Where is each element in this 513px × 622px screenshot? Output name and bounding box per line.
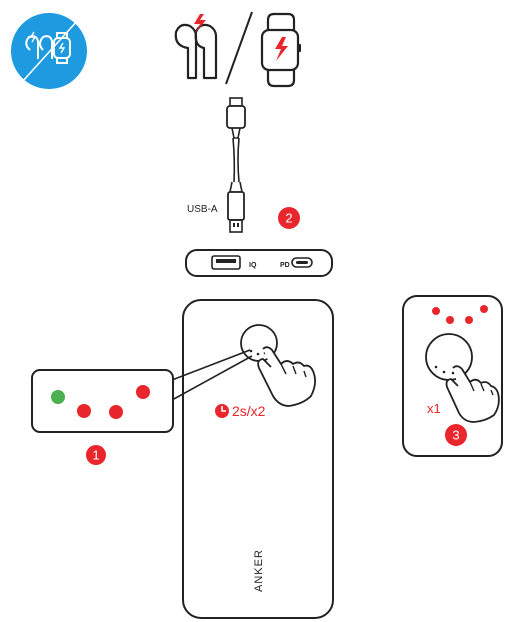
led-green bbox=[51, 390, 65, 404]
or-divider bbox=[225, 11, 253, 85]
led-indicator-callout bbox=[31, 349, 253, 433]
pressing-hand-icon bbox=[257, 346, 316, 407]
clock-icon bbox=[215, 404, 229, 418]
led-red bbox=[446, 316, 454, 324]
step-1-number: 1 bbox=[92, 448, 99, 463]
hold-timer-label: 2s/x2 bbox=[232, 403, 266, 419]
single-press-panel: x1 bbox=[402, 295, 503, 457]
brand-logo: ANKER bbox=[253, 549, 265, 592]
earbuds-charging-icon bbox=[174, 14, 218, 80]
led-red bbox=[77, 404, 91, 418]
usb-iq-port-label: IQ bbox=[249, 262, 257, 269]
press-once-label: x1 bbox=[427, 401, 441, 416]
step-3-number: 3 bbox=[452, 428, 459, 443]
hold-timer: 2s/x2 bbox=[215, 403, 266, 419]
led-red bbox=[109, 405, 123, 419]
led-red bbox=[136, 385, 150, 399]
step-3-badge: 3 bbox=[445, 424, 467, 446]
step-2-number: 2 bbox=[285, 211, 292, 226]
usb-a-label: USB-A bbox=[187, 204, 218, 215]
power-bank-front: ANKER bbox=[182, 299, 334, 619]
earbuds-watch-badge-icon bbox=[11, 13, 87, 89]
smartwatch-charging-icon bbox=[260, 12, 301, 88]
step-1-badge: 1 bbox=[86, 445, 106, 465]
lightning-to-usb-a-cable-icon bbox=[226, 97, 246, 233]
pressing-hand-icon bbox=[445, 365, 500, 423]
led-red bbox=[465, 316, 473, 324]
led-red bbox=[480, 305, 488, 313]
step-2-badge: 2 bbox=[278, 207, 300, 229]
power-bank-ports: IQ PD bbox=[185, 249, 333, 277]
led-red bbox=[432, 307, 440, 315]
usb-c-pd-port-label: PD bbox=[280, 262, 290, 269]
